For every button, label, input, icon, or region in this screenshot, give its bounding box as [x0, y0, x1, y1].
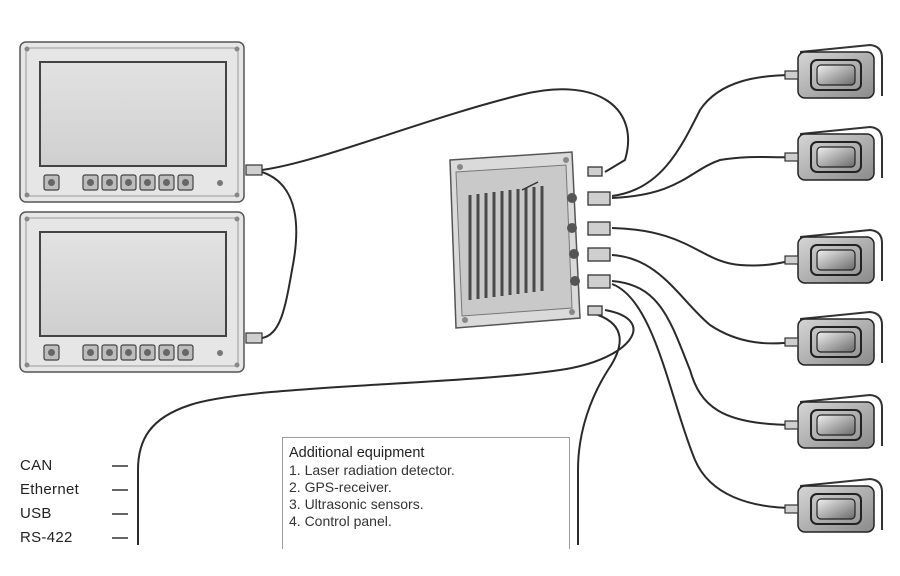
- equipment-item: 1. Laser radiation detector.: [289, 462, 455, 478]
- interface-label-usb: USB: [20, 505, 52, 522]
- cable-camera1: [611, 74, 796, 197]
- additional-equipment-box: Additional equipment 1. Laser radiation …: [282, 437, 570, 549]
- cable-camera3: [611, 227, 796, 267]
- interface-dashes: [112, 465, 128, 539]
- monitor-1: [19, 41, 263, 203]
- equipment-item: 4. Control panel.: [289, 513, 392, 529]
- equipment-item: 2. GPS-receiver.: [289, 479, 392, 495]
- camera-2: [784, 125, 883, 181]
- equipment-item: 3. Ultrasonic sensors.: [289, 496, 424, 512]
- cable-monitor1-to-unit: [261, 88, 630, 173]
- cable-camera4: [611, 254, 796, 345]
- cable-camera6: [611, 283, 796, 509]
- cable-interfaces: [137, 309, 635, 545]
- cable-monitor1-to-monitor2: [261, 171, 298, 339]
- camera-5: [784, 393, 883, 449]
- camera-1: [784, 43, 883, 99]
- interface-label-rs422: RS-422: [20, 529, 73, 546]
- cable-equipment: [577, 314, 621, 545]
- cable-camera2: [611, 156, 796, 199]
- camera-4: [784, 310, 883, 366]
- camera-3: [784, 228, 883, 284]
- interface-label-ethernet: Ethernet: [20, 481, 80, 498]
- camera-6: [784, 477, 883, 533]
- interface-label-can: CAN: [20, 457, 53, 474]
- cables: [137, 74, 796, 545]
- additional-equipment-title: Additional equipment: [289, 445, 425, 461]
- cable-camera5: [611, 280, 796, 426]
- monitor-2: [19, 211, 263, 373]
- processing-unit: [449, 151, 611, 329]
